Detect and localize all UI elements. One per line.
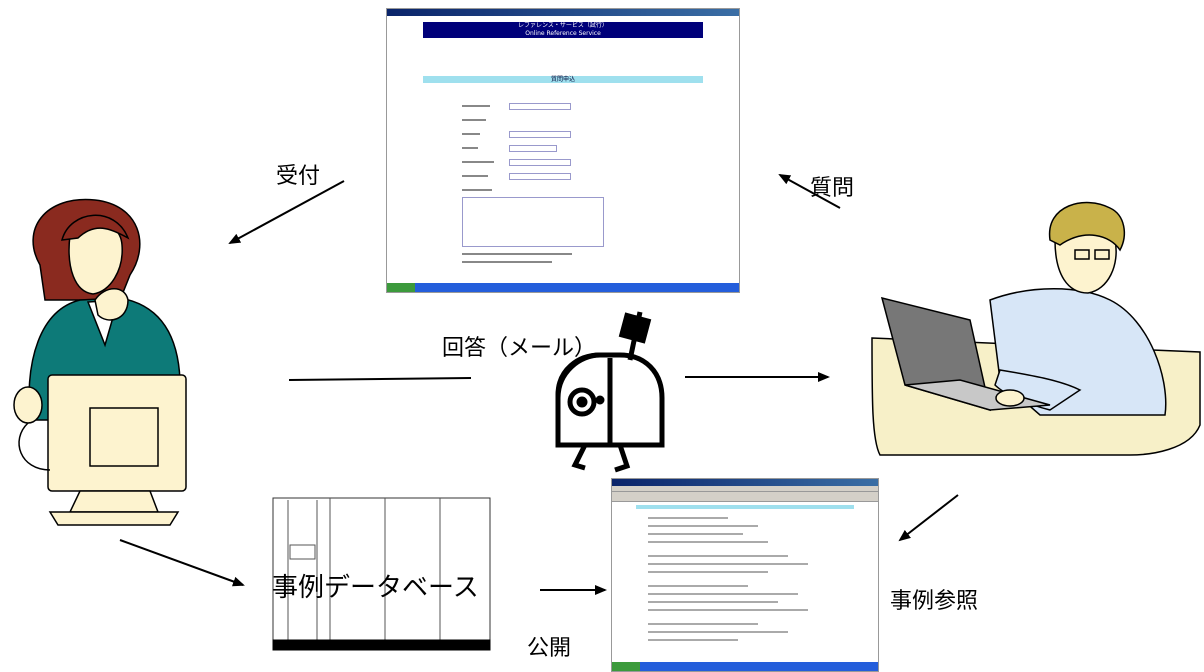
page-header-bar <box>636 505 854 509</box>
text-line <box>648 585 748 587</box>
question-label: 質問 <box>810 176 855 201</box>
arrow-to-database <box>119 539 245 587</box>
form-note <box>462 261 552 263</box>
case-reference-label: 事例参照 <box>890 589 979 614</box>
text-line <box>648 639 738 641</box>
browser-title-bar <box>612 479 878 486</box>
arrow-question <box>778 174 841 209</box>
case-web-page-screenshot <box>611 478 879 672</box>
arrow-case-reference <box>898 494 959 542</box>
text-line <box>648 541 768 543</box>
form-banner: レファレンス・サービス（試行） Online Reference Service <box>423 22 703 38</box>
start-button <box>612 662 640 671</box>
publish-label: 公開 <box>527 636 572 661</box>
form-field <box>509 131 571 138</box>
text-line <box>648 631 788 633</box>
form-textarea <box>462 197 604 247</box>
text-line <box>648 601 778 603</box>
form-field <box>509 173 571 180</box>
text-line <box>648 623 758 625</box>
question-form-screenshot: レファレンス・サービス（試行） Online Reference Service… <box>386 8 740 293</box>
form-field <box>509 159 571 166</box>
line-answer-left <box>288 377 472 381</box>
receptionist-illustration <box>13 198 187 526</box>
taskbar <box>387 283 739 292</box>
reception-label: 受付 <box>276 164 321 189</box>
text-line <box>648 555 788 557</box>
form-field-label <box>462 161 494 163</box>
form-field-label <box>462 119 486 121</box>
form-field-label <box>462 133 480 135</box>
text-line <box>648 571 768 573</box>
form-banner-title: レファレンス・サービス（試行） <box>518 22 608 29</box>
form-field-label <box>462 189 492 191</box>
questioner-illustration <box>871 201 1201 456</box>
mailbox-icon <box>555 311 665 473</box>
text-line <box>648 517 728 519</box>
text-line <box>648 609 808 611</box>
form-section-bar: 質問申込 <box>423 76 703 83</box>
arrow-reception <box>228 180 345 244</box>
answer-mail-label: 回答（メール） <box>442 336 597 361</box>
browser-menu-bar <box>612 486 878 492</box>
form-field <box>509 103 571 110</box>
form-field-label <box>462 175 488 177</box>
text-line <box>648 593 798 595</box>
text-line <box>648 563 808 565</box>
form-banner-subtitle: Online Reference Service <box>525 30 601 37</box>
text-line <box>648 533 743 535</box>
case-database-label: 事例データベース <box>272 573 479 603</box>
case-database-cabinet <box>272 497 491 651</box>
browser-title-bar <box>387 9 739 16</box>
form-field-label <box>462 105 490 107</box>
browser-toolbar <box>612 492 878 502</box>
form-section-title: 質問申込 <box>550 76 575 83</box>
taskbar <box>612 662 878 671</box>
form-field-label <box>462 147 478 149</box>
text-line <box>648 525 758 527</box>
start-button <box>387 283 415 292</box>
form-field <box>509 145 557 152</box>
form-note <box>462 253 572 255</box>
